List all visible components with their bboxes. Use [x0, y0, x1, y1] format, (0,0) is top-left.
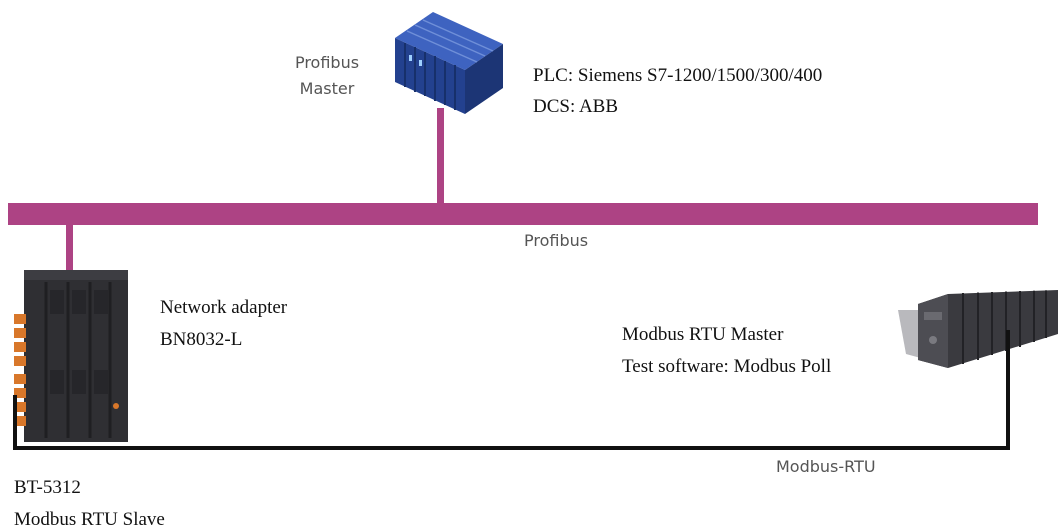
modbus-left-line — [13, 395, 17, 450]
modbus-controller-rack-icon — [898, 290, 1058, 368]
slave-info: BT-5312 Modbus RTU Slave — [14, 472, 165, 530]
slave-info-role: Modbus RTU Slave — [14, 509, 165, 530]
modbus-master-info-title: Modbus RTU Master — [622, 324, 784, 345]
profibus-adapter-drop-line — [66, 222, 73, 274]
profibus-master-drop-line — [437, 108, 444, 204]
adapter-info-title: Network adapter — [160, 297, 288, 318]
modbus-master-info: Modbus RTU Master Test software: Modbus … — [622, 319, 831, 383]
master-info-dcs: DCS: ABB — [533, 96, 619, 117]
master-info-plc: PLC: Siemens S7-1200/1500/300/400 — [533, 65, 823, 86]
modbus-rtu-label: Modbus-RTU — [776, 457, 876, 476]
profibus-bus-line — [8, 203, 1038, 225]
profibus-master-label: Profibus Master — [288, 50, 366, 102]
modbus-right-line — [1006, 330, 1010, 450]
adapter-info: Network adapter BN8032-L — [160, 292, 287, 356]
modbus-master-info-software: Test software: Modbus Poll — [622, 356, 832, 377]
modbus-bus-line — [13, 446, 1010, 450]
adapter-info-model: BN8032-L — [160, 329, 243, 350]
slave-info-model: BT-5312 — [14, 477, 81, 498]
profibus-master-label-line1: Profibus — [294, 53, 360, 72]
master-info: PLC: Siemens S7-1200/1500/300/400 DCS: A… — [533, 60, 822, 122]
network-adapter-icon — [14, 270, 128, 442]
profibus-master-label-line2: Master — [299, 79, 355, 98]
profibus-label: Profibus — [524, 231, 589, 250]
plc-rack-icon — [395, 12, 503, 114]
